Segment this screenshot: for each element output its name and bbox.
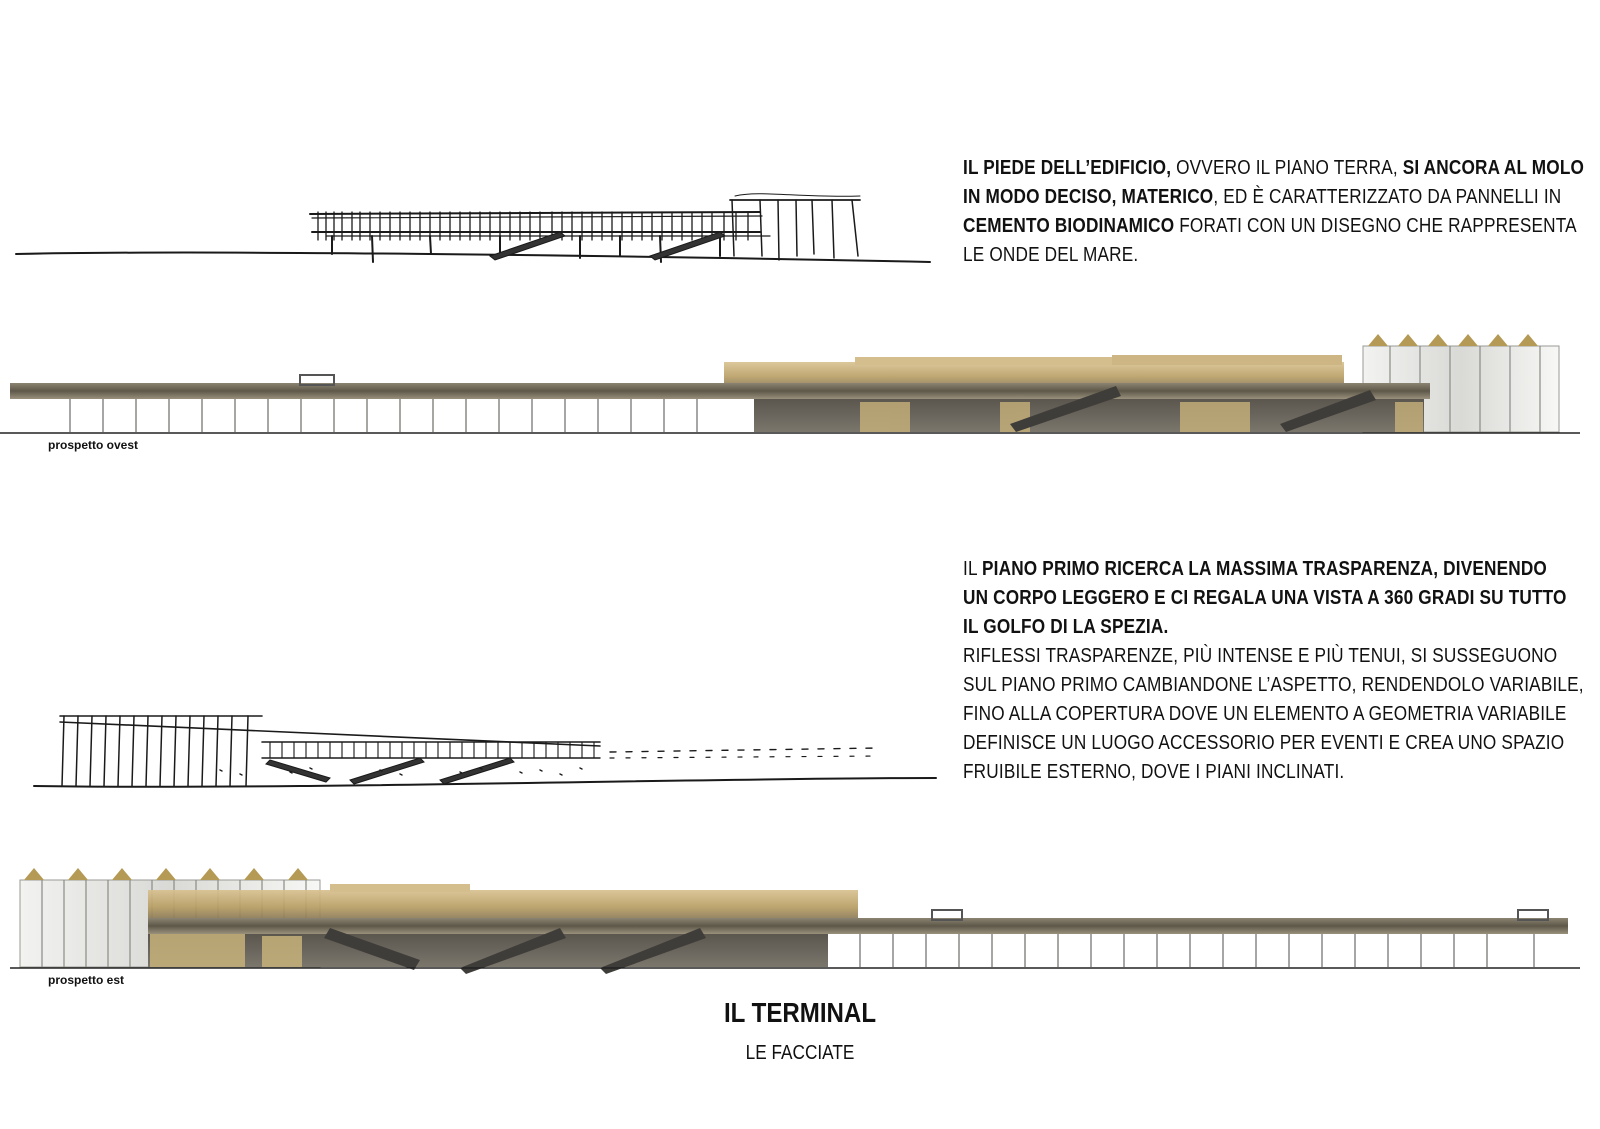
elevation-west [0,334,1580,434]
west-upper-volume [724,362,1344,386]
para1-line-4: LE ONDE DEL MARE. [963,244,1139,266]
page-title: IL TERMINAL [723,997,877,1028]
description-ground-floor: IL PIEDE DELL’EDIFICIO, OVVERO IL PIANO … [963,154,1585,270]
sketch-east-ground [33,777,937,788]
sketch-east [33,715,937,788]
east-upper-volume [148,890,858,918]
para1-line-3: CEMENTO BIODINAMICO FORATI CON UN DISEGN… [963,215,1577,237]
para2-line-4: RIFLESSI TRASPARENZE, PIÙ INTENSE E PIÙ … [963,645,1558,667]
caption-east-elevation: prospetto est [48,973,125,987]
para2-line-6: FINO ALLA COPERTURA DOVE UN ELEMENTO A G… [963,703,1567,725]
east-roof-band [148,918,1568,934]
description-first-floor: IL PIANO PRIMO RICERCA LA MASSIMA TRASPA… [963,555,1584,787]
para2-line-5: SUL PIANO PRIMO CAMBIANDONE L’ASPETTO, R… [963,674,1584,696]
elevation-east [10,868,1580,974]
para2-line-2: UN CORPO LEGGERO E CI REGALA UNA VISTA A… [963,587,1567,609]
para2-line-7: DEFINISCE UN LUOGO ACCESSORIO PER EVENTI… [963,732,1565,754]
west-roof-band [10,383,1430,399]
sketch-west-ground [15,251,931,263]
para2-line-8: FRUIBILE ESTERNO, DOVE I PIANI INCLINATI… [963,761,1345,783]
para1-line-2: IN MODO DECISO, MATERICO, ED È CARATTERI… [963,186,1562,208]
page-subtitle: LE FACCIATE [745,1042,855,1064]
para2-line-1: IL PIANO PRIMO RICERCA LA MASSIMA TRASPA… [963,558,1547,580]
sketch-west [15,193,931,263]
caption-west-elevation: prospetto ovest [48,438,139,452]
para1-line-1: IL PIEDE DELL’EDIFICIO, OVVERO IL PIANO … [963,157,1585,179]
para2-line-3: IL GOLFO DI LA SPEZIA. [963,616,1169,638]
